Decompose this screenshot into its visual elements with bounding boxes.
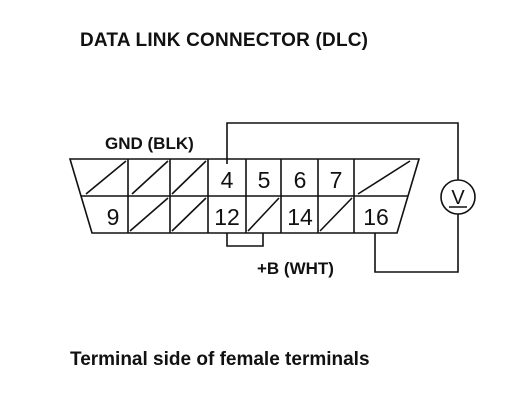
pin-6: 6: [294, 167, 307, 193]
pin-16: 16: [363, 204, 389, 230]
b-plus-wire: [374, 214, 459, 273]
voltmeter-label: V: [451, 187, 465, 209]
gnd-wire: [226, 122, 459, 180]
pin-5: 5: [258, 167, 271, 193]
diagram-caption: Terminal side of female terminals: [70, 349, 370, 370]
diagram-title: DATA LINK CONNECTOR (DLC): [80, 30, 369, 51]
bottom-row-dividers: [127, 196, 355, 233]
pin-14: 14: [287, 204, 313, 230]
unused-cell-hatches: [85, 160, 411, 232]
b-plus-label: +B (WHT): [257, 259, 334, 278]
pin-7: 7: [330, 167, 343, 193]
gnd-label: GND (BLK): [105, 134, 194, 153]
pin-12-bracket: [226, 233, 264, 247]
pin-4: 4: [221, 167, 234, 193]
connector-outline: [68, 158, 421, 234]
pin-9: 9: [107, 204, 120, 230]
pin-12: 12: [214, 204, 240, 230]
top-row-dividers: [127, 159, 355, 196]
